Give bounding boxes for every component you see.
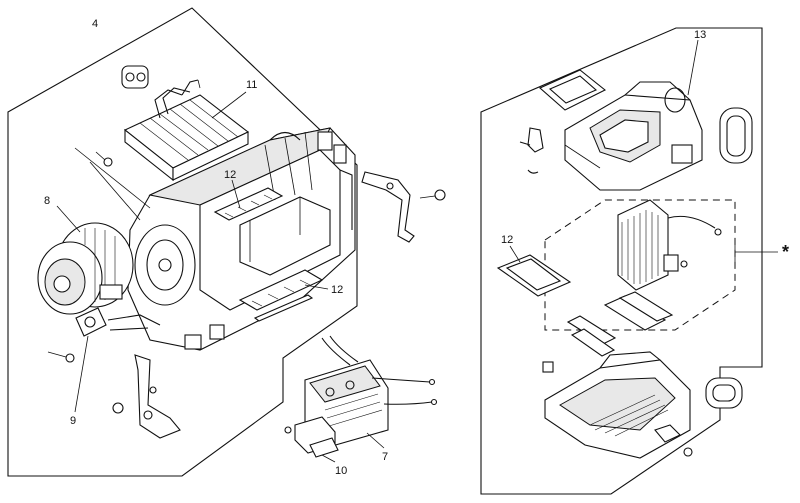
leader-11 [211, 91, 247, 119]
pipe-gasket [121, 65, 149, 89]
seal-strips [566, 291, 674, 357]
evaporator-core [617, 199, 688, 291]
callout-12-lower: 12 [331, 284, 343, 296]
duct-gasket-top [538, 69, 607, 111]
control-cables [321, 335, 438, 406]
temperature-sensor [667, 215, 722, 236]
leader-9 [74, 335, 89, 413]
callout-13: 13 [694, 29, 706, 41]
evaporator-lower-case [544, 351, 691, 459]
evaporator-upper-case [564, 81, 703, 191]
screw-bottom [112, 386, 157, 414]
clip-lower [542, 361, 554, 373]
callout-11: 11 [246, 79, 257, 91]
leader-7 [366, 432, 385, 449]
subassembly-boundary [544, 199, 736, 331]
callout-8: 8 [44, 195, 50, 207]
oval-gasket-lower [705, 377, 743, 409]
blower-switch [284, 416, 339, 458]
screw-right [419, 189, 446, 201]
left-assembly-frame [7, 7, 358, 477]
drain-hose [654, 424, 693, 457]
leader-12c [509, 245, 521, 263]
leader-12b [304, 284, 329, 290]
actuator-motor [75, 307, 107, 337]
leader-8 [56, 205, 81, 233]
oval-gasket-right [719, 107, 753, 164]
blower-motor [37, 222, 134, 315]
air-filter [496, 254, 572, 297]
filter-seal-upper [213, 187, 284, 221]
link-lever [107, 314, 181, 439]
right-assembly-frame [480, 27, 763, 495]
mode-lever-bracket [361, 171, 415, 243]
callout-4: 4 [92, 18, 98, 30]
callout-12-right: 12 [501, 234, 513, 246]
screw-top-left [95, 151, 113, 167]
leader-13 [687, 39, 699, 96]
callout-12-upper: 12 [224, 169, 236, 181]
callout-10: 10 [335, 465, 347, 477]
leader-10 [321, 454, 336, 463]
callout-9: 9 [70, 415, 76, 427]
seal-strip [253, 294, 314, 322]
screw-left-lower [47, 351, 75, 363]
leader-12a [231, 179, 241, 209]
callout-7: 7 [382, 451, 388, 463]
callout-star: * [782, 242, 789, 262]
clip-upper-left [519, 127, 544, 174]
filter-seal-lower [238, 269, 324, 311]
heater-core [123, 79, 250, 182]
